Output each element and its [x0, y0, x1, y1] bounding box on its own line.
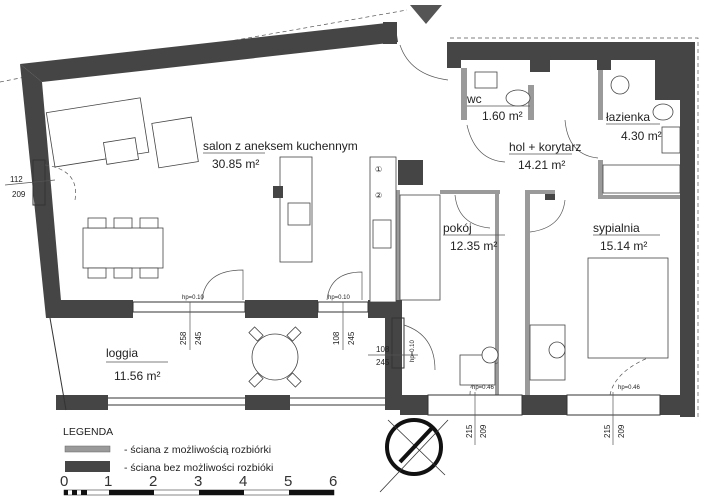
dim-window-height: 209 — [479, 424, 488, 438]
bed-sypialnia — [587, 257, 669, 359]
room-area-loggia: 11.56 m² — [114, 369, 160, 383]
cooktop — [287, 202, 311, 226]
boundary-lines — [0, 9, 699, 420]
chair — [481, 346, 499, 364]
legend: LEGENDA - ściana z możliwością rozbiórki… — [63, 426, 273, 474]
room-area-wc: 1.60 m² — [482, 109, 523, 123]
scale-tick: 6 — [329, 473, 337, 490]
room-labels: salon z aneksem kuchennym 30.85 m² wc 1.… — [106, 92, 662, 383]
dim-door-height: 245 — [347, 331, 356, 345]
round-table — [251, 333, 299, 381]
wc-basin — [474, 71, 498, 89]
legend-item-removable: - ściana z możliwością rozbiórki — [124, 444, 271, 456]
dim-door-height: 245 — [194, 331, 203, 345]
hp-label: hp=0.10 — [410, 339, 416, 362]
dim-window-width: 215 — [603, 424, 612, 438]
legend-title: LEGENDA — [63, 426, 113, 438]
room-area-salon: 30.85 m² — [212, 157, 259, 171]
room-name-salon: salon z aneksem kuchennym — [203, 139, 358, 153]
chair — [548, 341, 566, 359]
kitchen-sink — [372, 219, 392, 249]
scale-tick: 0 — [60, 473, 68, 490]
scale-tick: 3 — [194, 473, 202, 490]
kitchen-marker-1: ① — [375, 165, 382, 174]
dim-door-width: 108 — [376, 345, 390, 354]
room-name-loggia: loggia — [106, 346, 138, 360]
room-area-pokoj: 12.35 m² — [450, 239, 497, 253]
room-name-lazienka: łazienka — [606, 110, 650, 124]
bed-pokoj — [399, 194, 441, 301]
room-name-pokoj: pokój — [443, 221, 472, 235]
dim-window-left-height: 209 — [12, 190, 26, 199]
bathroom-sink — [661, 126, 681, 154]
dim-door-width: 108 — [332, 331, 341, 345]
room-name-wc: wc — [466, 92, 482, 106]
loggia-outline — [49, 317, 385, 411]
bathroom-toilet — [652, 103, 674, 121]
room-area-sypialnia: 15.14 m² — [600, 239, 647, 253]
dim-door-width: 258 — [179, 331, 188, 345]
dim-window-width: 215 — [465, 424, 474, 438]
hp-label: hp=0.10 — [328, 295, 351, 301]
walls-removable — [395, 68, 680, 395]
dim-window-height: 209 — [617, 424, 626, 438]
scale-tick: 4 — [239, 473, 247, 490]
walls-structural — [20, 22, 695, 417]
wc-toilet — [505, 89, 531, 107]
coffee-table — [103, 137, 139, 165]
washing-machine — [610, 75, 630, 95]
hp-label: hp=0.10 — [182, 295, 205, 301]
room-name-sypialnia: sypialnia — [593, 221, 640, 235]
bathtub — [602, 164, 681, 194]
kitchen-marker-2: ② — [375, 191, 382, 200]
furniture: ① ② — [45, 71, 681, 388]
room-area-lazienka: 4.30 m² — [621, 129, 662, 143]
scale-bar: 0 1 2 3 4 5 6 — [60, 473, 337, 496]
compass-icon — [379, 418, 449, 493]
room-area-hol: 14.21 m² — [518, 158, 565, 172]
dimension-labels: 112 209 hp=0.10 hp=0.10 258 245 108 245 … — [4, 175, 641, 445]
scale-tick: 2 — [149, 473, 157, 490]
dining-chairs — [87, 217, 159, 279]
hp-label: hp=0.46 — [618, 385, 641, 391]
dim-window-left-width: 112 — [10, 175, 23, 184]
dining-table — [82, 227, 164, 269]
entrance-arrow-icon — [410, 5, 442, 24]
dim-door-height: 245 — [376, 358, 390, 367]
scale-tick: 5 — [284, 473, 292, 490]
legend-item-structural: - ściana bez możliwości rozbióki — [124, 462, 273, 474]
hp-label: hp=0.46 — [472, 385, 495, 391]
legend-swatch-removable — [64, 445, 111, 453]
scale-tick: 1 — [104, 473, 112, 490]
room-name-hol: hol + korytarz — [509, 140, 581, 154]
armchair — [151, 116, 199, 169]
legend-swatch-structural — [65, 461, 110, 472]
